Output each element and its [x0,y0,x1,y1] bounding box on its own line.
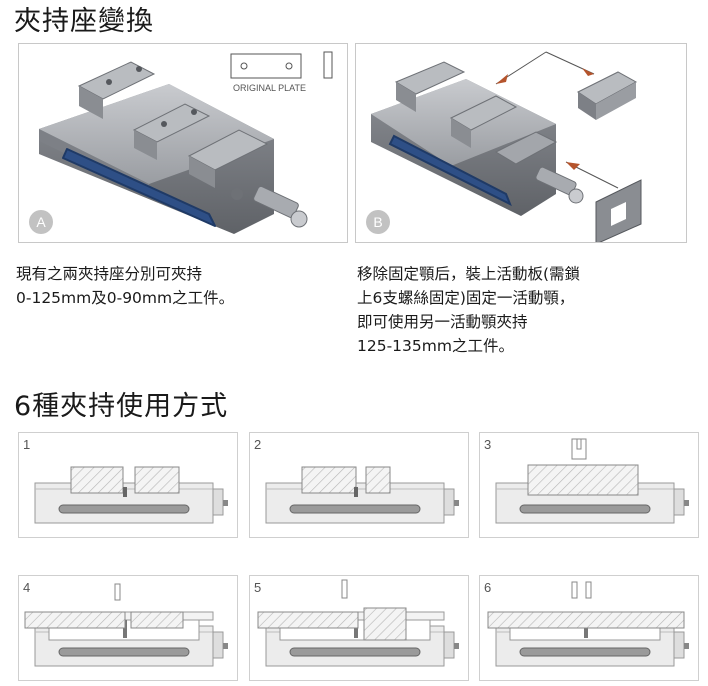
original-plate-diagram [230,51,333,79]
center-jaw [354,487,358,497]
end-block [443,488,455,516]
loose-jaw [585,581,592,599]
workpiece [70,466,124,494]
mode-diagram-4 [24,583,228,667]
spindle-stub [684,500,689,506]
mode-diagram-2 [265,466,459,524]
description-a-line-2: 0-125mm及0-90mm之工件。 [16,289,235,307]
mode-number-1: 1 [23,437,31,452]
workpiece [363,607,407,641]
end-block [212,631,224,659]
slot [289,504,421,514]
mode-panel-5: 5 [249,575,469,681]
end-block [212,488,224,516]
mode-panel-4: 4 [18,575,238,681]
mode-diagram-5 [257,579,459,667]
mode-diagram-1 [34,466,228,524]
badge-b: B [366,210,390,234]
loose-jaw [341,579,348,599]
workpiece [301,466,357,494]
spindle-stub [454,500,459,506]
center-jaw [123,620,127,638]
mode-panel-1: 1 [18,432,238,538]
mode-diagram-6 [487,581,689,667]
end-block [443,631,455,659]
description-a: 現有之兩夾持座分別可夾持 0-125mm及0-90mm之工件。 [16,262,234,310]
mode-number-3: 3 [484,437,492,452]
description-b-line-1: 移除固定顎后，裝上活動板(需鎖 [357,265,581,283]
spindle-stub [684,643,689,649]
mode-panel-3: 3 [479,432,699,538]
spindle-stub [454,643,459,649]
badge-a: A [29,210,53,234]
section-title-clamping-modes: 6種夾持使用方式 [14,391,229,422]
description-b-line-2: 上6支螺絲固定)固定一活動顎， [357,289,575,307]
section-title-jaw-conversion: 夾持座變換 [14,6,154,37]
description-b-line-4: 125-135mm之工件。 [357,337,514,355]
end-block [673,488,685,516]
vise-illustration-b [371,51,642,242]
workpiece [134,466,180,494]
mode-number-4: 4 [23,580,31,595]
mode-panel-6: 6 [479,575,699,681]
loose-jaw [114,583,121,601]
center-jaw [123,487,127,497]
workpiece [257,611,359,629]
mode-number-6: 6 [484,580,492,595]
loose-jaw [571,581,578,599]
slot [58,647,190,657]
mode-number-5: 5 [254,580,262,595]
vise-illustration-a [39,51,333,234]
center-jaw [354,620,358,638]
slot [58,504,190,514]
workpiece [527,464,639,496]
panel-b: B [355,43,687,243]
mode-number-2: 2 [254,437,262,452]
mode-panel-2: 2 [249,432,469,538]
workpiece [365,466,391,494]
slot [519,504,651,514]
spindle-stub [223,643,228,649]
original-plate-label: ORIGINAL PLATE [233,83,306,93]
description-b-line-3: 即可使用另一活動顎夾持 [357,313,528,331]
slot [519,647,651,657]
workpiece [487,611,685,629]
spindle-stub [223,500,228,506]
workpiece [130,611,184,629]
mode-diagram-3 [495,438,689,524]
slot [289,647,421,657]
panel-a: ORIGINAL PLATE A [18,43,348,243]
description-a-line-1: 現有之兩夾持座分別可夾持 [16,265,203,283]
end-block [673,631,685,659]
workpiece [24,611,126,629]
center-jaw [584,620,588,638]
description-b: 移除固定顎后，裝上活動板(需鎖 上6支螺絲固定)固定一活動顎， 即可使用另一活動… [357,262,580,358]
